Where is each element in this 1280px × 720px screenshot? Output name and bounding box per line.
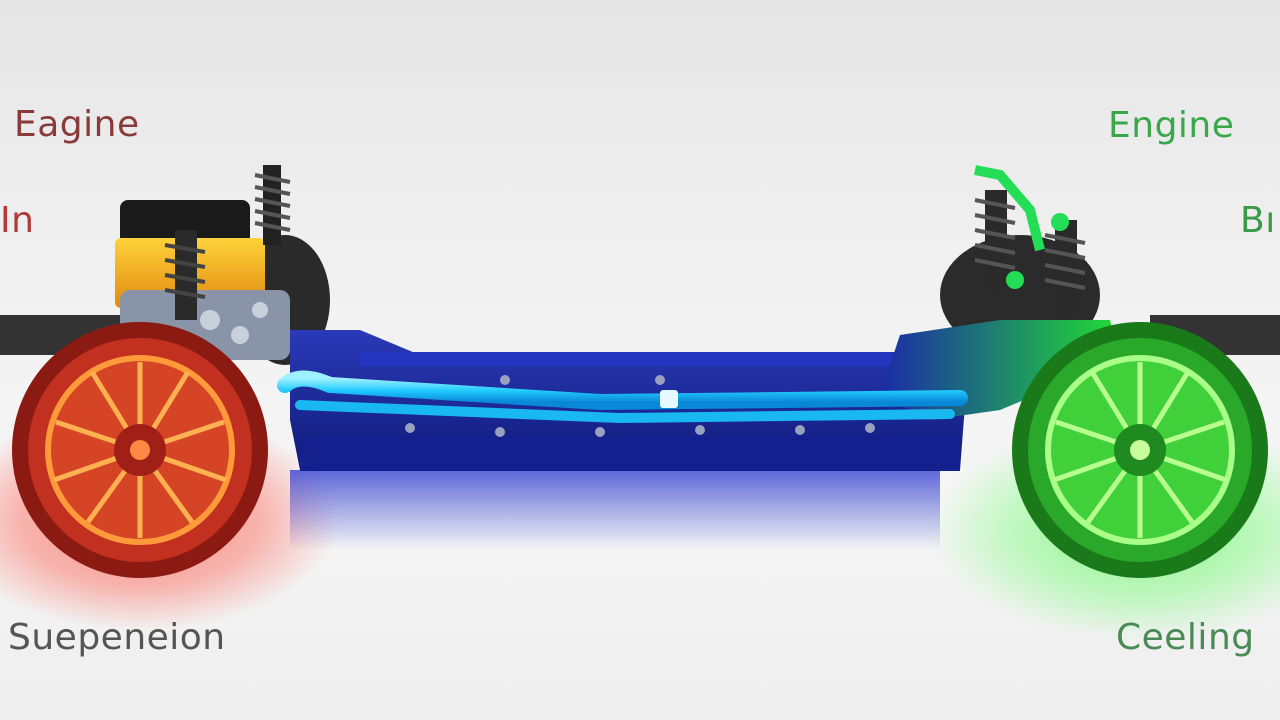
rear-shock-absorber	[974, 165, 1086, 315]
engine-cover	[120, 200, 250, 245]
front-wheel	[12, 322, 268, 578]
label-suspension-left: Suepeneion	[8, 617, 226, 658]
frame-rail-top	[360, 352, 920, 366]
rear-wheel	[1012, 322, 1268, 578]
tube-clamp	[660, 390, 678, 408]
frame-rail-bottom	[300, 435, 960, 471]
coolant-tube	[277, 370, 968, 411]
front-shock-absorber	[164, 165, 291, 320]
label-cooling-right: Ceeling	[1116, 617, 1255, 658]
frame-shadow	[290, 470, 940, 550]
label-engine-left: Eagine	[14, 104, 140, 145]
label-engine-right: Engine	[1108, 105, 1235, 146]
label-in-left: In	[0, 200, 35, 241]
frame-bolts	[405, 375, 875, 437]
coolant-tube-lower	[295, 400, 955, 424]
label-b-right: Bı	[1240, 200, 1276, 241]
